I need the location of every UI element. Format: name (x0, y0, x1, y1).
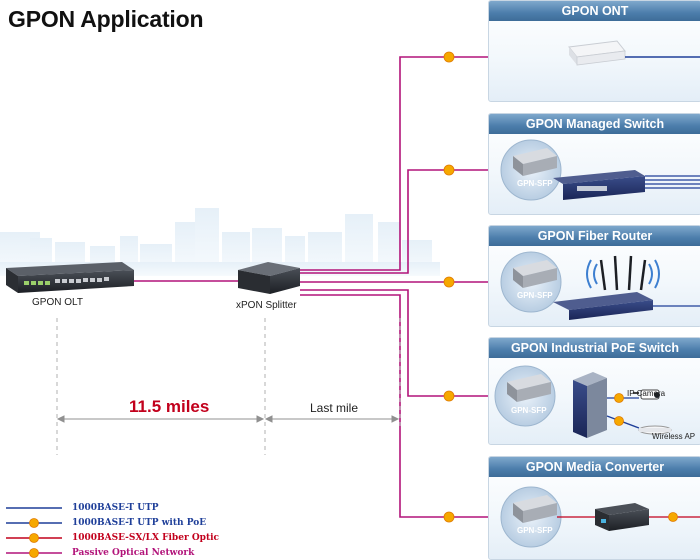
sfp-module-icon (513, 148, 557, 176)
sfp-module-icon (513, 495, 557, 523)
sfp-module-icon (513, 260, 557, 288)
legend-item-utp-poe: 1000BASE-T UTP with PoE (72, 518, 207, 528)
legend-item-utp: 1000BASE-T UTP (72, 503, 159, 513)
sfp-label: GPN-SFP (517, 179, 553, 188)
sfp-label: GPN-SFP (511, 406, 547, 415)
managed-switch-illustration (500, 139, 700, 201)
xpon-splitter-device (238, 262, 300, 294)
legend-item-fiber: 1000BASE-SX/LX Fiber Optic (72, 533, 220, 543)
panel-title: GPON ONT (489, 1, 700, 21)
industrial-switch-icon (573, 372, 607, 438)
panel-gpon-managed-switch: GPON Managed Switch GPN-SFP (488, 113, 700, 215)
last-mile-label: Last mile (310, 401, 359, 415)
distance-miles-label: 11.5 miles (129, 397, 210, 416)
wireless-ap-label: Wireless AP (652, 432, 696, 441)
olt-label: GPON OLT (32, 297, 83, 308)
wireless-ap-icon (638, 425, 672, 435)
panel-title: GPON Managed Switch (489, 114, 700, 134)
media-converter-icon (595, 503, 649, 531)
ip-camera-label: IP Camera (627, 389, 666, 398)
wifi-signal-icon (586, 259, 660, 289)
distance-arrows (56, 415, 400, 423)
media-converter-illustration (500, 486, 700, 548)
pon-badges (443, 51, 455, 523)
panel-gpon-fiber-router: GPON Fiber Router (488, 225, 700, 327)
gpon-olt-device (6, 262, 134, 293)
sfp-label: GPN-SFP (517, 291, 553, 300)
panel-title: GPON Media Converter (489, 457, 700, 477)
router-antennas-icon (599, 255, 647, 291)
pon-branch-lines (300, 56, 488, 518)
sfp-module-icon (507, 374, 551, 402)
panel-gpon-ont: GPON ONT (488, 0, 700, 102)
managed-switch-icon (553, 170, 645, 200)
panel-title: GPON Industrial PoE Switch (489, 338, 700, 358)
sfp-label: GPN-SFP (517, 526, 553, 535)
legend-item-pon: Passive Optical Network (72, 548, 195, 558)
fiber-router-icon (553, 292, 653, 320)
legend-lines (6, 507, 62, 558)
ont-device-icon (568, 40, 700, 66)
page-title: GPON Application (8, 6, 204, 32)
panel-gpon-media-converter: GPON Media Converter GPN-SFP (488, 456, 700, 560)
fiber-router-illustration (500, 251, 700, 320)
splitter-label: xPON Splitter (236, 300, 297, 311)
industrial-switch-illustration (494, 365, 672, 438)
distance-guides (56, 318, 401, 455)
panel-title: GPON Fiber Router (489, 226, 700, 246)
ip-camera-icon (633, 389, 660, 400)
panel-gpon-industrial-poe-switch: GPON Industrial PoE Switch (488, 337, 700, 445)
